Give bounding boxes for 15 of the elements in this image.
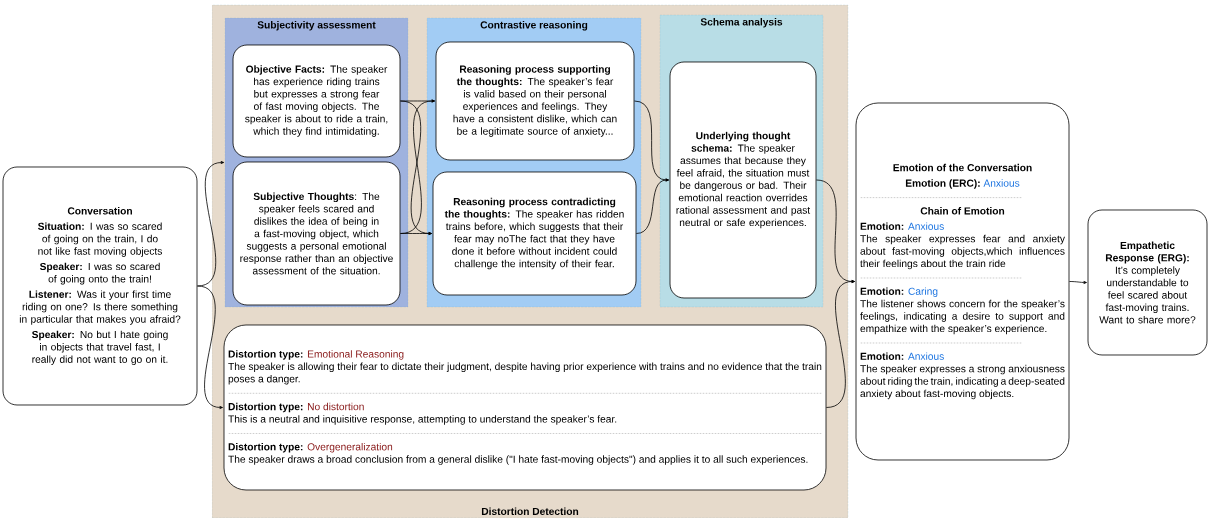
distortion-box: Distortion type: Emotional Reasoning The speaker is allowing their fear to dictate their judgment, despite having prior experience with trains and no evidence that the train poses a danger. Distortion type: No distortion This is a neutral and inquisitive response, attempting to understand the speaker’s fear. Distortion type: Overgeneralization The speaker draws a broad conclusion from a general dislike ("I hate fast-moving objects") and applies it to all such experiences. xyxy=(223,324,827,491)
text-box: Underlying thought schema: The speaker assumes that because they feel afraid, the situation must be dangerous or bad. Their emotional reaction overrides rational assessment and past neutral or safe experiences. xyxy=(669,61,817,299)
text-box: Reasoning process supporting the thoughts: The speaker’s fear is valid based on their personal experiences and feelings. They have a consistent dislike, which can be a legitimate source of anxiety... xyxy=(435,41,635,161)
arrow xyxy=(826,280,855,408)
conversation-box: Conversation Situation: I was so scared of going on the train, I do not like fast moving objects Speaker: I was so scared of going onto the train! Listener: Was it your first time riding on one? Is there something in particular that makes you afraid? Speaker: No but I hate going in objects that travel fast, I really did not want to go on it. xyxy=(2,166,198,406)
arrow xyxy=(400,232,432,235)
text-box: Subjective Thoughts: The speaker feels scared and dislikes the idea of being in a fast-moving object, which suggests a personal emotional response rather than an objective assessment of the situation. xyxy=(232,161,401,306)
arrow xyxy=(636,178,669,234)
emotion-box: Emotion of the Conversation Emotion (ERC): Anxious Chain of Emotion Emotion: Anxious The speaker expresses fear and anxiety about fast-moving objects,which influences their feelings about the train ride Emotion: Caring The listener shows concern for the speaker’s feelings, indicating a desire to support and empathize with the speaker’s experience. Emotion: Anxious The speaker expresses a strong anxiousness about riding the train, indicating a deep-seated anxiety about fast-moving objects. xyxy=(855,102,1070,461)
text-box: Objective Facts: The speaker has experience riding trains but expresses a strong fear of fast moving objects. The speaker is about to ride a train, which they find intimidating. xyxy=(232,44,401,158)
response-box: Empathetic Response (ERG): It’s completely understandable to feel scared about fast-moving trains. Want to share more? xyxy=(1087,209,1208,356)
arrow xyxy=(197,161,225,287)
arrow xyxy=(1069,281,1087,284)
text-box: Reasoning process contradicting the thoughts: The speaker has ridden trains before, which suggests that their fear may noThe fact that they have done it before without incident could challenge the intensity of their fear. xyxy=(432,171,637,296)
arrow xyxy=(197,285,223,409)
